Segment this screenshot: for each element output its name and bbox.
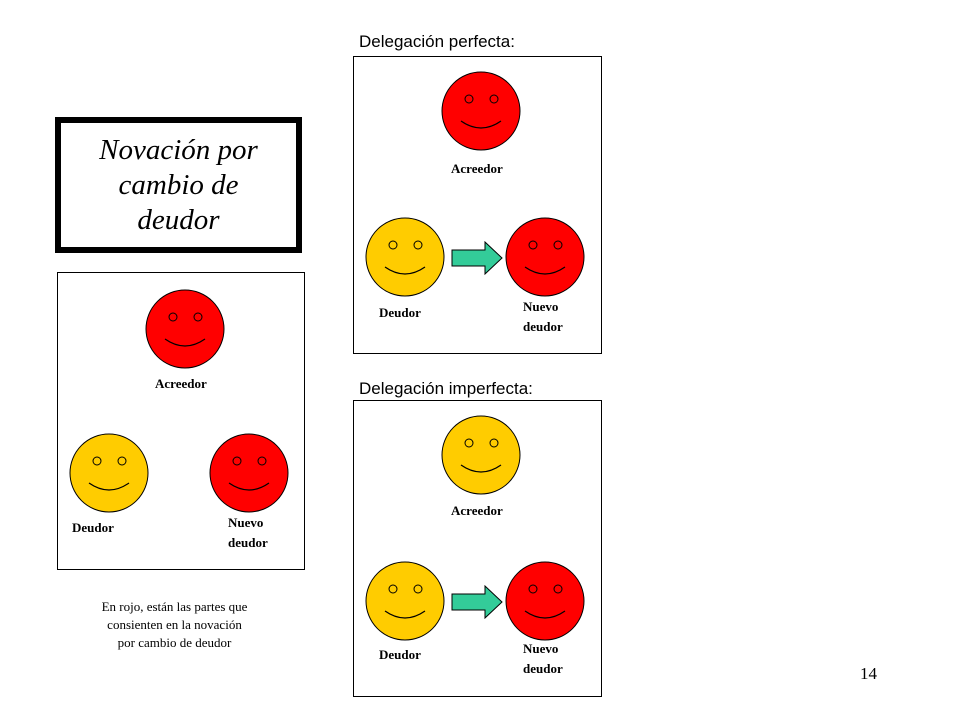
right-arrow-icon — [451, 585, 503, 619]
face-debtor — [365, 561, 445, 646]
face-new-debtor — [505, 561, 585, 646]
face-debtor — [365, 217, 445, 302]
face-debtor — [69, 433, 149, 518]
label-creditor: Acreedor — [155, 376, 207, 391]
title-box: Novación por cambio de deudor — [55, 117, 302, 253]
label-debtor: Deudor — [72, 520, 114, 535]
smiley-face-icon — [209, 433, 289, 513]
panel-imperfect: Acreedor Deudor Nuevo deudor — [353, 400, 602, 697]
heading-imperfect: Delegación imperfecta: — [359, 379, 533, 398]
label-new-debtor: Nuevo deudor — [523, 299, 563, 334]
right-arrow-icon — [451, 241, 503, 275]
smiley-face-icon — [505, 217, 585, 297]
heading-perfect: Delegación perfecta: — [359, 32, 515, 51]
panel-perfect: Acreedor Deudor Nuevo deudor — [353, 56, 602, 354]
label-debtor: Deudor — [379, 647, 421, 662]
face-creditor — [441, 415, 521, 500]
face-new-debtor — [505, 217, 585, 302]
face-creditor — [145, 289, 225, 374]
label-creditor: Acreedor — [451, 503, 503, 518]
smiley-face-icon — [441, 415, 521, 495]
slide-title: Novación por cambio de deudor — [99, 133, 258, 236]
label-creditor: Acreedor — [451, 161, 503, 176]
label-new-debtor: Nuevo deudor — [523, 641, 563, 676]
label-new-debtor: Nuevo deudor — [228, 515, 268, 550]
smiley-face-icon — [505, 561, 585, 641]
label-debtor: Deudor — [379, 305, 421, 320]
panel-general: Acreedor Deudor Nuevo deudor — [57, 272, 305, 570]
legend-note: En rojo, están las partes que consienten… — [101, 599, 248, 650]
smiley-face-icon — [441, 71, 521, 151]
smiley-face-icon — [365, 561, 445, 641]
smiley-face-icon — [69, 433, 149, 513]
smiley-face-icon — [145, 289, 225, 369]
face-new-debtor — [209, 433, 289, 518]
page-number: 14 — [860, 664, 877, 683]
smiley-face-icon — [365, 217, 445, 297]
face-creditor — [441, 71, 521, 156]
